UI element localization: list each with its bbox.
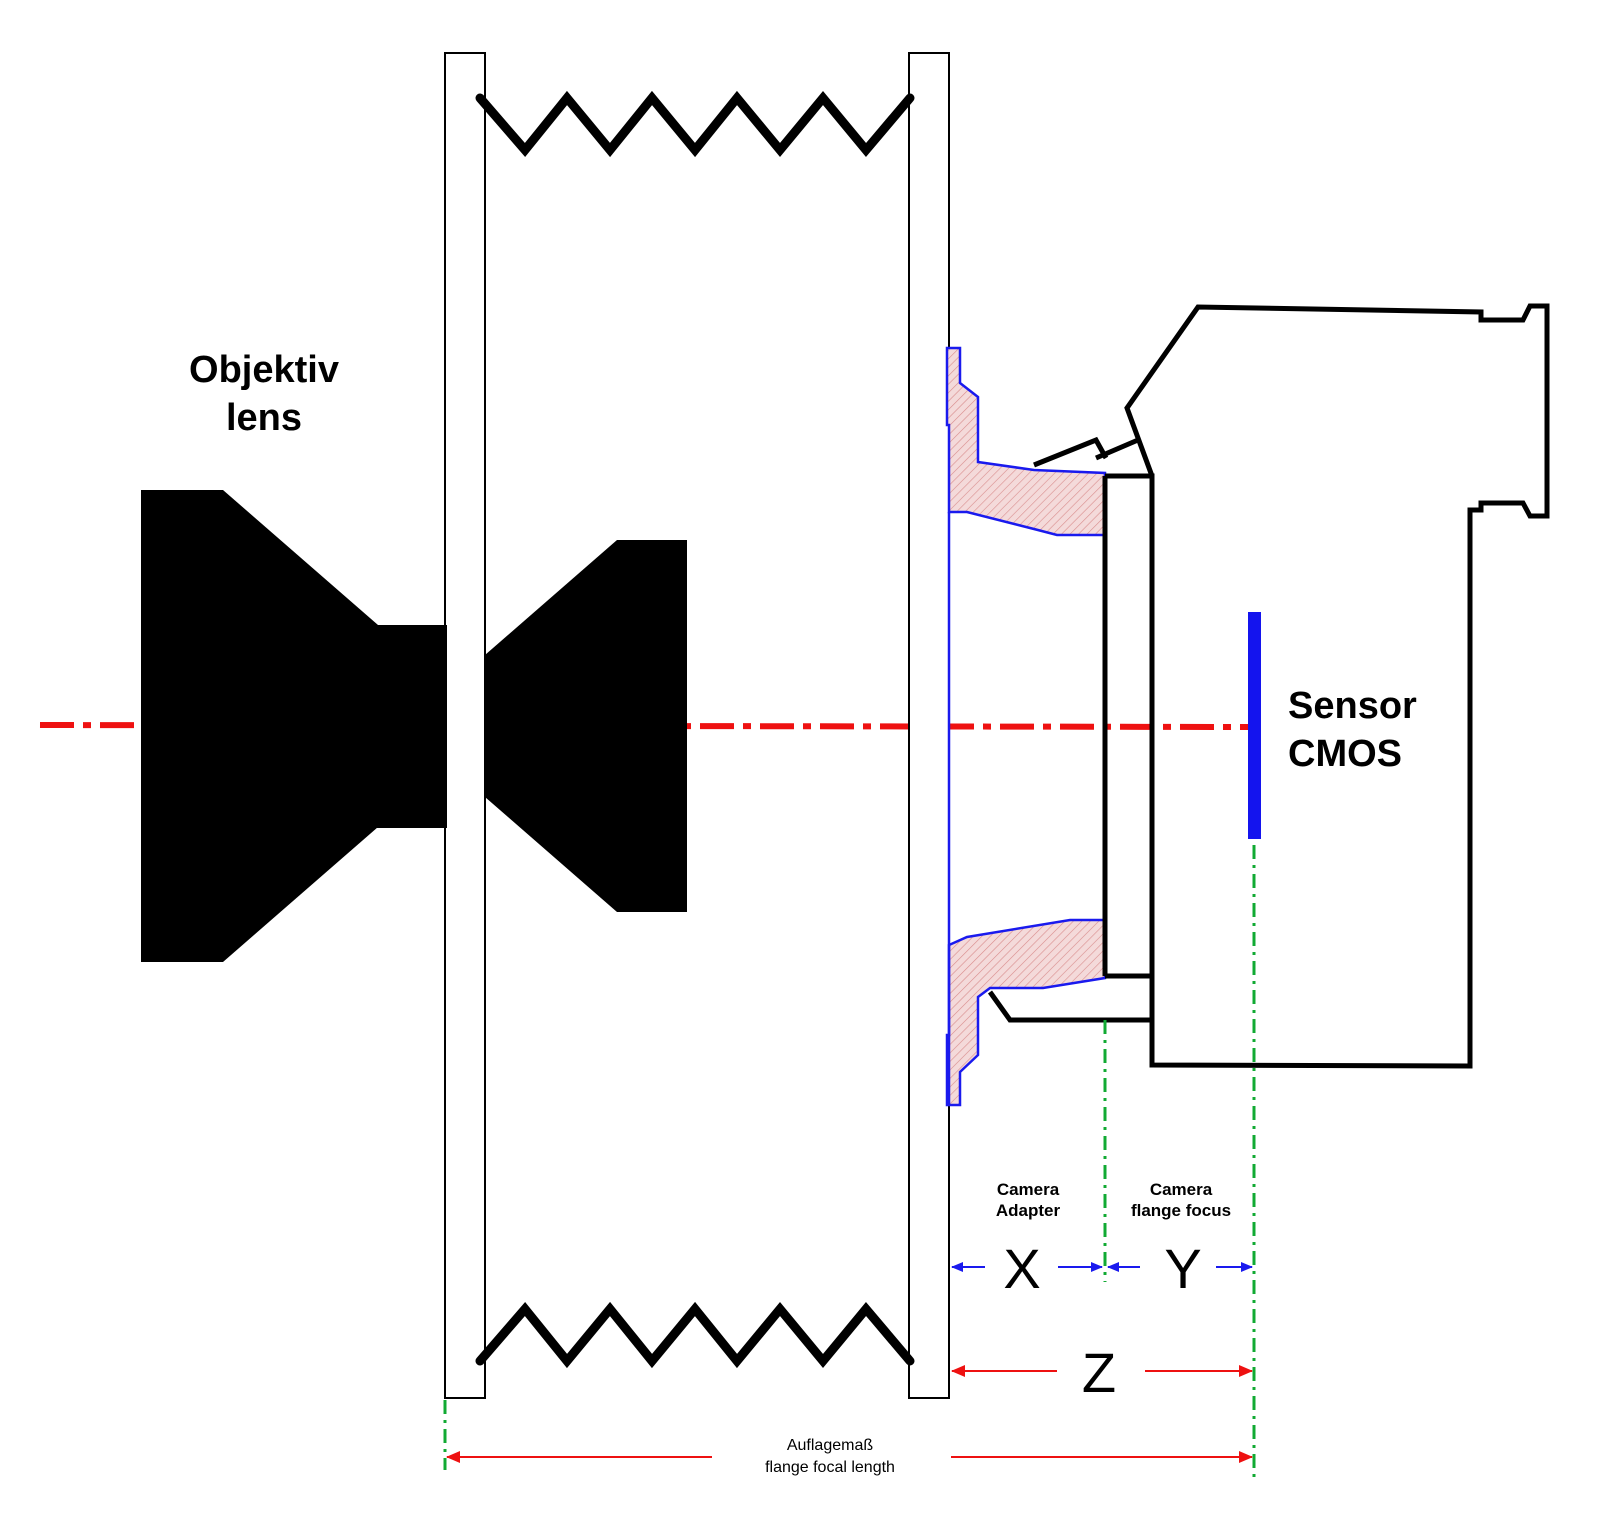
focal-length-label-line1: Auflagemaß (787, 1437, 873, 1454)
adapter-lower-section (945, 918, 1107, 1107)
adapter-label-line2: Adapter (996, 1201, 1061, 1220)
flange-label-line1: Camera (1150, 1180, 1213, 1199)
bellows-rear-plate (908, 52, 950, 1399)
camera-mount-upper-link (1095, 437, 1139, 461)
dimension-z: Z (951, 1341, 1253, 1404)
bellows-top-zigzag (475, 90, 915, 158)
dimension-x: X (951, 1237, 1103, 1300)
bellows-bottom-zigzag (475, 1301, 915, 1369)
lens-front-element (141, 490, 378, 962)
dimension-flange-focal-length: Auflagemaß flange focal length (446, 1437, 1253, 1476)
dimension-y: Y (1107, 1237, 1253, 1300)
dimension-x-label: X (1003, 1237, 1040, 1300)
camera-housing-outline (1124, 303, 1550, 1069)
adapter-label-line1: Camera (997, 1180, 1060, 1199)
camera-mount-face (1105, 473, 1155, 1015)
lens-barrel (377, 625, 447, 828)
lens-body (141, 490, 687, 962)
focal-length-label-line2: flange focal length (765, 1459, 895, 1476)
camera-mount-upper-bracket (1033, 436, 1109, 468)
flange-label-line2: flange focus (1131, 1201, 1231, 1220)
sensor-label-line1: Sensor (1288, 685, 1417, 727)
lens-label-line1: Objektiv (189, 349, 339, 391)
lens-label-line2: lens (226, 397, 302, 439)
bellows-front-plate (444, 52, 486, 1399)
camera-mount-lower-bracket (987, 990, 1152, 1023)
adapter-upper-section (945, 346, 1107, 537)
guide-lines (443, 845, 1256, 1478)
lens-rear-element (485, 540, 687, 912)
sensor-cmos (1248, 612, 1261, 839)
dimension-z-label: Z (1082, 1341, 1116, 1404)
sensor-label-line2: CMOS (1288, 733, 1402, 775)
dimension-y-label: Y (1164, 1237, 1201, 1300)
